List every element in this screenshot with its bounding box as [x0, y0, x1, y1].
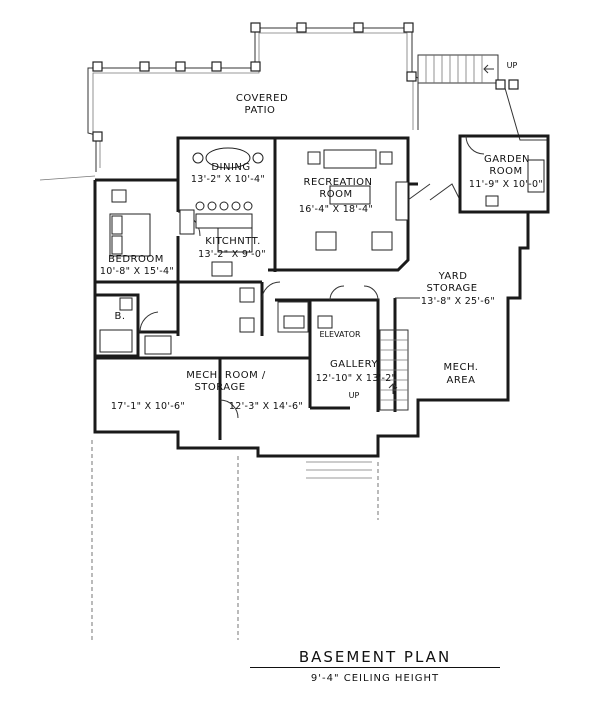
recreation-dimensions: 16'-4" X 18'-4": [299, 204, 373, 215]
patio-railing: [87, 22, 419, 172]
mech-area-label-line2: AREA: [447, 375, 476, 386]
patio-label-line1: COVERED: [236, 93, 288, 104]
gallery-stair: [379, 329, 409, 411]
driveway-lines: [39, 175, 379, 640]
gallery-up-label: UP: [349, 391, 360, 400]
gallery-label: GALLERY: [330, 359, 378, 370]
yard-label-line1: YARD: [438, 271, 468, 282]
elevator-label: ELEVATOR: [319, 330, 361, 339]
mech-room-dimensions-right: 12'-3" X 14'-6": [229, 401, 303, 412]
garden-label-line1: GARDEN: [484, 154, 530, 165]
mech-area-label-line1: MECH.: [444, 362, 479, 373]
furniture: [99, 147, 545, 355]
plan-subtitle: 9'-4" CEILING HEIGHT: [310, 673, 440, 684]
garden-label-line2: ROOM: [489, 166, 522, 177]
interior-walls: [95, 138, 420, 440]
bedroom-label: BEDROOM: [108, 254, 164, 265]
exterior-stair: [417, 54, 548, 141]
kitchenette-dimensions: 13'-2" X 9'-0": [198, 249, 266, 260]
gallery-dimensions: 12'-10" X 13'-2": [316, 373, 396, 384]
bath-label: B.: [114, 311, 125, 322]
recreation-label-line1: RECREATION: [304, 177, 373, 188]
garden-dimensions: 11'-9" X 10'-0": [469, 179, 543, 190]
mech-room-label-line2: STORAGE: [194, 382, 245, 393]
mech-room-label-line1: MECH. ROOM /: [186, 370, 266, 381]
yard-label-line2: STORAGE: [426, 283, 477, 294]
dining-dimensions: 13'-2" X 10'-4": [191, 174, 265, 185]
dining-label: DINING: [211, 162, 250, 173]
yard-dimensions: 13'-8" X 25'-6": [421, 296, 495, 307]
exterior-stair-up-label: UP: [507, 61, 518, 70]
mech-room-dimensions-left: 17'-1" X 10'-6": [111, 401, 185, 412]
bedroom-dimensions: 10'-8" X 15'-4": [100, 266, 174, 277]
plan-title: BASEMENT PLAN: [250, 648, 500, 668]
kitchenette-label: KITCHNTT.: [205, 236, 261, 247]
patio-label-line2: PATIO: [245, 105, 276, 116]
recreation-label-line2: ROOM: [319, 189, 352, 200]
